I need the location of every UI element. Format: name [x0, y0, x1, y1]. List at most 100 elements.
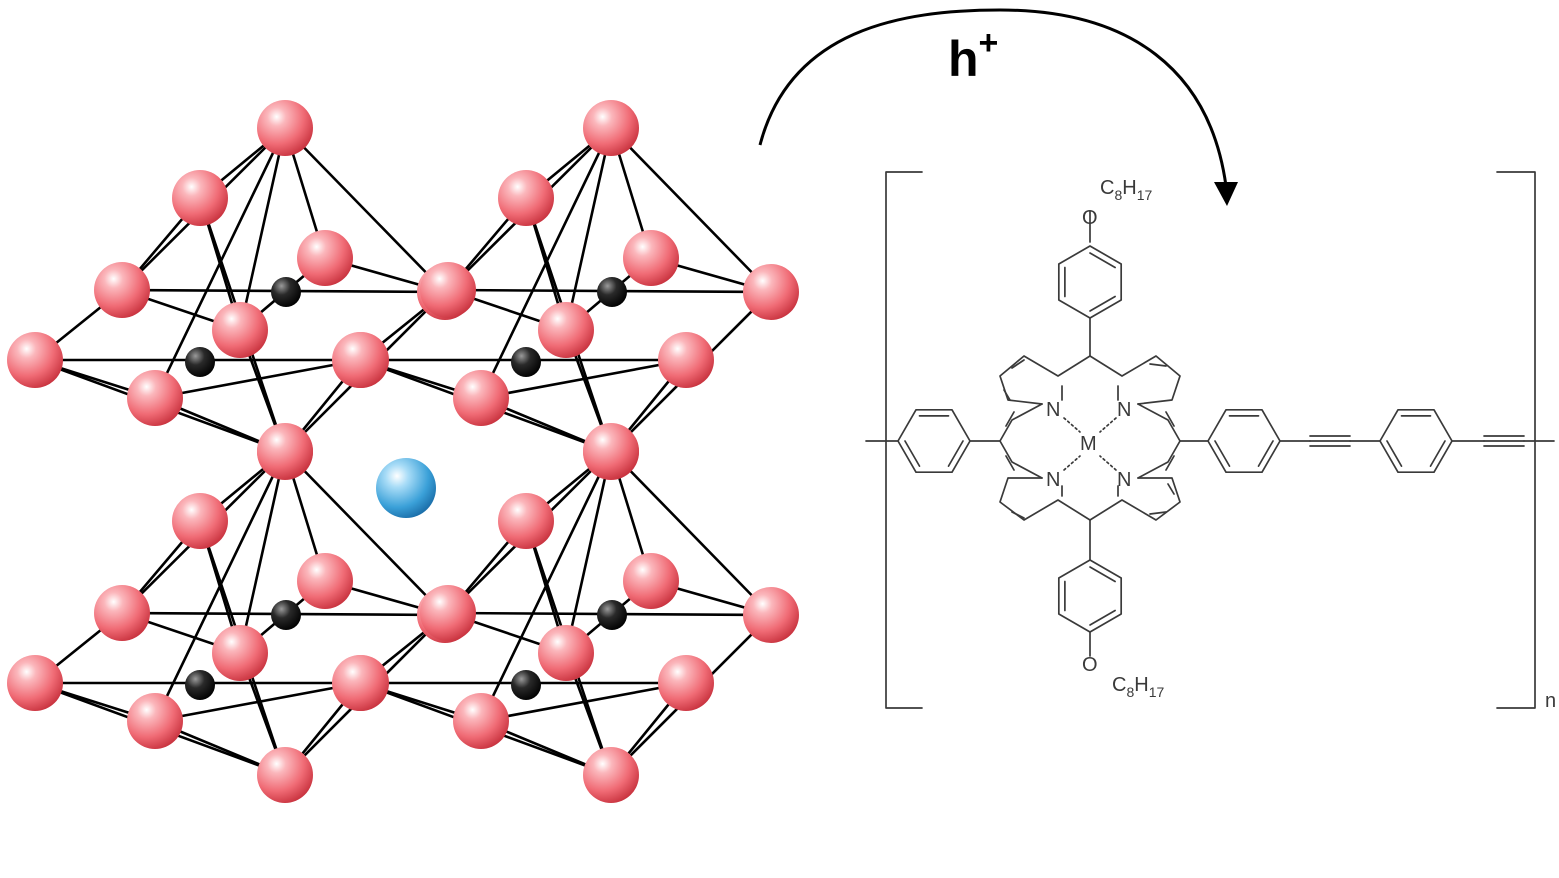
left-bracket [885, 171, 923, 709]
lattice-octahedral-sphere [420, 262, 476, 318]
nitrogen-label-bottom-right: N [1117, 469, 1131, 491]
lattice-octahedral-sphere [94, 585, 150, 641]
phenyl-ring-left [904, 440, 921, 467]
lattice-octahedral-sphere [172, 170, 228, 226]
lattice-small-sphere [511, 347, 541, 377]
lattice-octahedral-sphere [297, 553, 353, 609]
lattice-small-sphere [511, 670, 541, 700]
lattice-octahedral-sphere [498, 170, 554, 226]
lattice-octahedral-sphere [212, 625, 268, 681]
bond-line [1003, 359, 1025, 401]
curved-arrow-icon [758, 8, 1238, 206]
lattice-octahedral-sphere [453, 370, 509, 426]
lattice-octahedral-sphere [94, 262, 150, 318]
lattice-small-spheres [185, 277, 627, 700]
lattice-octahedral-sphere [583, 747, 639, 803]
lattice-bond [564, 449, 613, 655]
nitrogen-label-top-left: N [1046, 399, 1060, 421]
nitrogen-label-bottom-left: N [1046, 469, 1060, 491]
coordination-bond [1099, 455, 1117, 471]
repeat-subscript: n [1545, 690, 1556, 712]
bond-line [1149, 483, 1175, 515]
lattice-bond [283, 449, 447, 617]
lattice-small-sphere [185, 347, 215, 377]
lattice-bond [283, 126, 447, 294]
pyrrole-bottom-left [999, 477, 1091, 521]
lattice-octahedral-sphere [172, 493, 228, 549]
lattice-octahedral-sphere [333, 655, 389, 711]
lattice-octahedral-sphere [212, 302, 268, 358]
phenyl-ring-bottom [1089, 566, 1116, 583]
lattice-octahedral-sphere [623, 553, 679, 609]
right-bracket [1496, 171, 1536, 709]
pyrrole-top-right [1089, 355, 1181, 405]
phenyl-ring-top [1089, 295, 1116, 312]
phenyl-ring-bottom [1089, 609, 1116, 626]
phenyl-ring-far-right [1429, 440, 1446, 467]
lattice-octahedral-sphere [297, 230, 353, 286]
alkyl-chain-bottom: C8H17 [1112, 674, 1164, 700]
lattice-octahedral-spheres [7, 100, 799, 803]
lattice-bond [609, 126, 773, 294]
phenyl-ring-right [1257, 440, 1274, 467]
lattice-bond [609, 449, 773, 617]
lattice-octahedral-sphere [127, 693, 183, 749]
phenyl-ring-far-right [1379, 408, 1453, 474]
lattice-octahedral-sphere [538, 302, 594, 358]
bond-line [1149, 363, 1167, 367]
bond-line [1061, 385, 1119, 497]
lattice-octahedral-sphere [333, 332, 389, 388]
lattice-octahedral-sphere [623, 230, 679, 286]
lattice-octahedral-sphere [257, 100, 313, 156]
arrow-label: h+ [948, 24, 998, 87]
oxygen-label-bottom: O [1082, 654, 1098, 676]
phenyl-ring-top [1057, 245, 1123, 319]
phenyl-ring-right [1207, 408, 1281, 474]
porphyrin-polymer: n N N N N M O C8H17 O C8H17 [865, 171, 1556, 712]
lattice-octahedral-sphere [420, 585, 476, 641]
bond-line [1137, 403, 1181, 479]
phenyl-ring-left [947, 440, 964, 467]
lattice-bond [238, 126, 287, 332]
lattice-octahedral-sphere [7, 655, 63, 711]
phenyl-ring-bottom [1057, 559, 1123, 633]
nitrogen-label-top-right: N [1117, 399, 1131, 421]
lattice-small-sphere [597, 277, 627, 307]
lattice-octahedral-sphere [453, 693, 509, 749]
coordination-bond [1099, 417, 1117, 433]
coordination-bond [1063, 417, 1081, 433]
lattice-bond [238, 449, 287, 655]
bond-line [1005, 411, 1175, 471]
phenyl-ring-far-right [1386, 440, 1403, 467]
lattice-small-sphere [597, 600, 627, 630]
lattice-octahedral-sphere [257, 423, 313, 479]
lattice-octahedral-sphere [743, 587, 799, 643]
porphyrin-skeleton [865, 210, 1555, 657]
metal-label: M [1080, 433, 1097, 455]
lattice-octahedral-sphere [658, 655, 714, 711]
lattice-octahedral-sphere [498, 493, 554, 549]
lattice-octahedral-sphere [583, 423, 639, 479]
lattice-small-sphere [271, 277, 301, 307]
lattice-octahedral-sphere [538, 625, 594, 681]
lattice-bond [564, 126, 613, 332]
coordination-bond [1063, 455, 1081, 471]
center-cation-sphere [376, 458, 436, 518]
lattice-small-sphere [271, 600, 301, 630]
oxygen-label-top: O [1082, 207, 1098, 229]
bond-line [999, 403, 1043, 479]
phenyl-ring-right [1214, 440, 1231, 467]
alkyl-chain-top: C8H17 [1100, 177, 1152, 203]
lattice-octahedral-sphere [127, 370, 183, 426]
bond-line [1011, 511, 1025, 519]
lattice-octahedral-sphere [257, 747, 313, 803]
phenyl-ring-left [897, 408, 971, 474]
lattice-small-sphere [185, 670, 215, 700]
lattice-octahedral-sphere [743, 264, 799, 320]
pyrrole-bottom-right [1089, 477, 1181, 521]
phenyl-ring-top [1089, 252, 1116, 269]
perovskite-lattice [7, 100, 799, 803]
pyrrole-top-left [999, 355, 1091, 405]
lattice-octahedral-sphere [7, 332, 63, 388]
